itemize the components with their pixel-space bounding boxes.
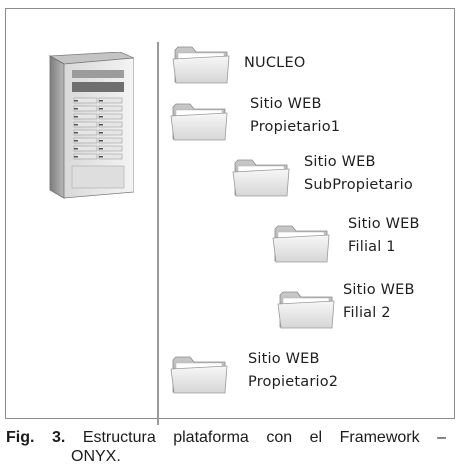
- folder-icon: [170, 352, 230, 396]
- folder-icon: [232, 155, 292, 199]
- folder-icon: [277, 287, 337, 331]
- folder-icon: [170, 99, 230, 143]
- caption-label: Fig. 3.: [6, 429, 66, 446]
- node-label: NUCLEO: [244, 55, 306, 71]
- caption-text-line2: ONYX.: [71, 448, 121, 465]
- vertical-divider: [157, 42, 159, 425]
- server-tower-icon: [48, 52, 134, 199]
- caption-text-line1: Estructura plataforma con el Framework –: [82, 429, 447, 446]
- folder-icon: [272, 221, 332, 265]
- figure-caption: Fig. 3. Estructura plataforma con el Fra…: [6, 428, 446, 466]
- folder-icon: [172, 42, 232, 86]
